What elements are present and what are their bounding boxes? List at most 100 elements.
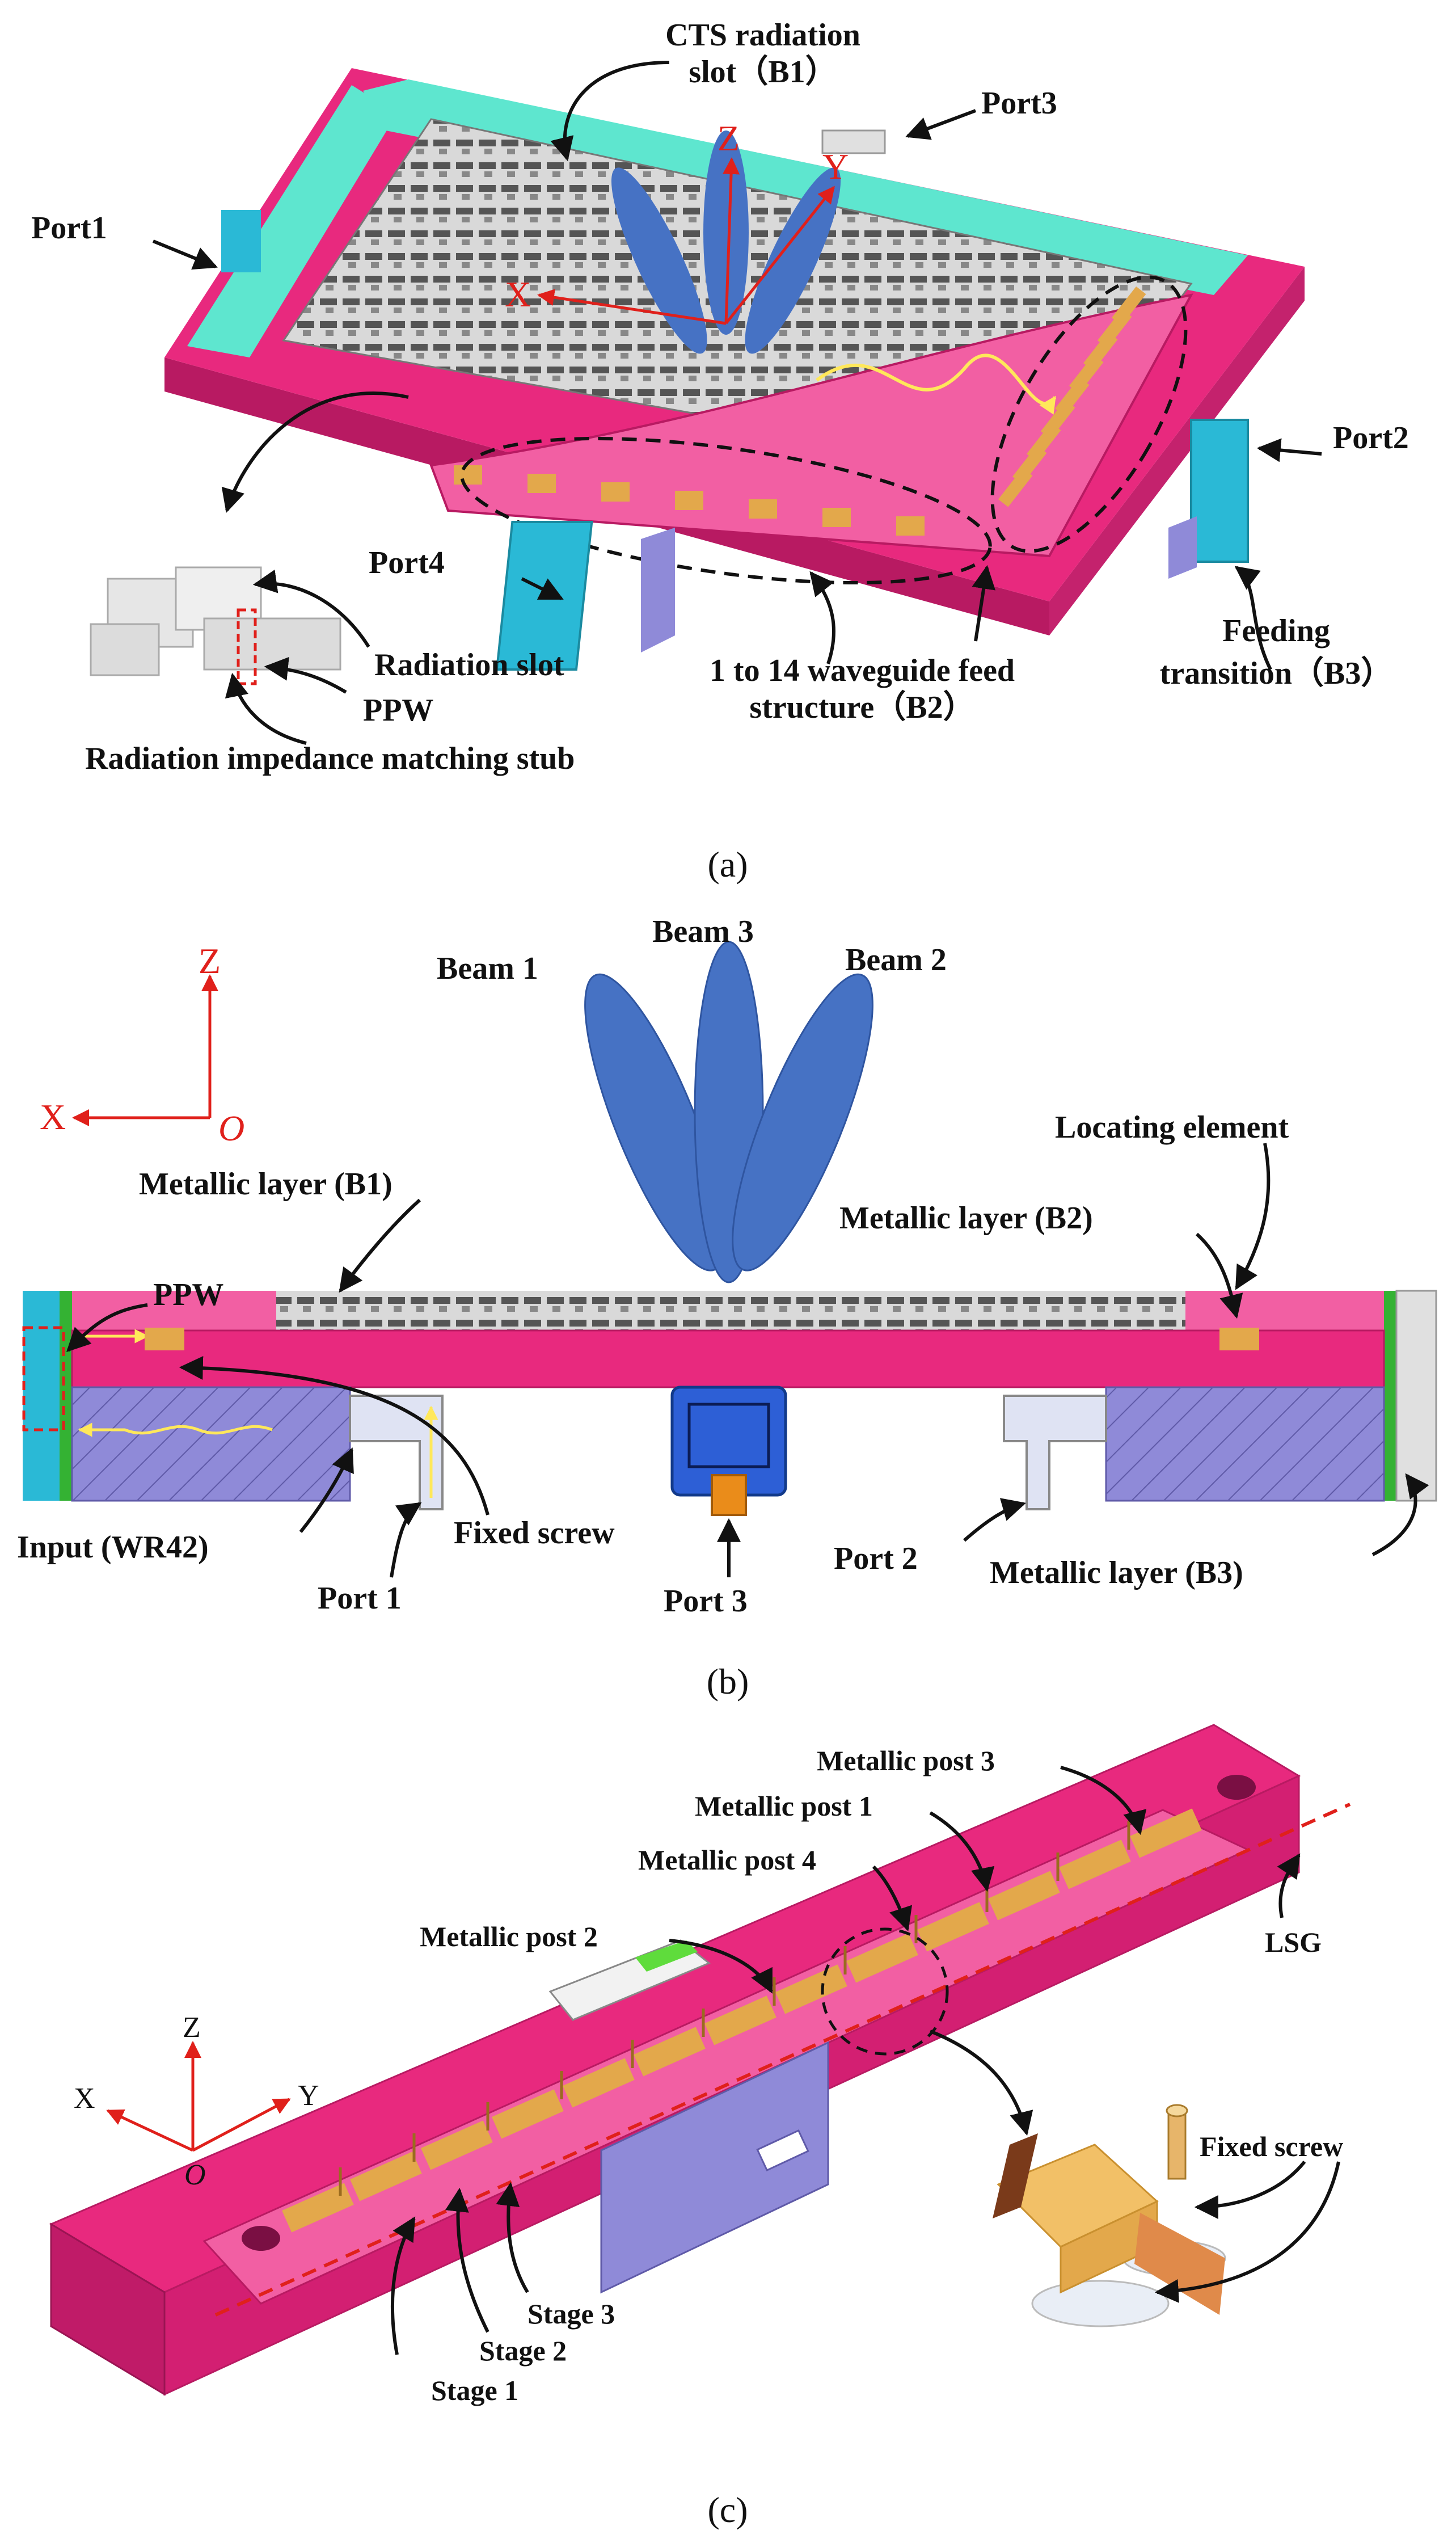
label-a-port1: Port1 <box>31 210 107 246</box>
lead-c-lsg <box>1277 1853 1301 1918</box>
port2-block <box>1190 419 1249 563</box>
label-a-feeding-2: transition（B3） <box>1160 655 1393 691</box>
right-gray <box>1395 1290 1437 1502</box>
ppw-dashed-box <box>22 1326 65 1432</box>
lead-c-post3 <box>1060 1766 1147 1835</box>
port1-bracket <box>349 1395 444 1510</box>
label-a-ppw: PPW <box>363 693 433 728</box>
caption-a: (a) <box>707 844 748 885</box>
label-a-port3: Port3 <box>981 86 1057 121</box>
yellow-wave <box>816 353 1057 415</box>
port4-violet <box>641 528 675 652</box>
label-a-stub: Radiation impedance matching stub <box>85 741 575 776</box>
port2-violet <box>1168 516 1197 579</box>
label-c-post1: Metallic post 1 <box>695 1790 873 1822</box>
panel-b: Z X O <box>17 914 1437 1702</box>
label-a-port4: Port4 <box>369 545 445 580</box>
port3-inner <box>687 1403 770 1468</box>
label-b-screw: Fixed screw <box>454 1515 615 1551</box>
lead-c-stage3 <box>496 2182 529 2293</box>
label-b-port1: Port 1 <box>318 1581 402 1616</box>
beams-b <box>584 941 873 1283</box>
lead-a-port3 <box>905 109 977 140</box>
label-c-post2: Metallic post 2 <box>420 1921 598 1952</box>
right-feed-rib <box>1219 1328 1259 1350</box>
label-b-beam3: Beam 3 <box>652 914 754 949</box>
port3-flange <box>711 1474 747 1516</box>
wr42-left <box>71 1386 351 1502</box>
axis-b-z: Z <box>199 941 221 981</box>
lead-b-locating <box>1235 1143 1271 1290</box>
label-b-metal-b2: Metallic layer (B2) <box>839 1201 1093 1236</box>
plate-a-right-side <box>1049 267 1305 635</box>
label-a-feeding-1: Feeding <box>1222 613 1330 649</box>
lead-a-feed2 <box>972 565 996 642</box>
lead-a-port2 <box>1256 438 1322 462</box>
b1-left-cap <box>72 1291 276 1331</box>
axis-c-y: Y <box>298 2079 319 2112</box>
label-c-stage1: Stage 1 <box>431 2374 518 2406</box>
axis-b-x: X <box>40 1097 66 1137</box>
yellow-wave-b1 <box>78 1422 273 1437</box>
lead-b-metal-b3 <box>1371 1473 1429 1556</box>
lead-a-radslot <box>252 569 370 648</box>
label-a-feed-1: 1 to 14 waveguide feed <box>710 653 1015 688</box>
left-cyan <box>23 1291 62 1501</box>
label-b-metal-b3: Metallic layer (B3) <box>990 1555 1243 1590</box>
exploded-transition <box>993 2104 1226 2327</box>
axis-b-o: O <box>218 1108 244 1148</box>
lsg-dashed-line <box>214 1803 1351 2317</box>
lead-a-ppw <box>264 656 347 694</box>
label-b-input: Input (WR42) <box>17 1530 209 1565</box>
axes-b: Z X O <box>40 941 244 1148</box>
feed-stubs-bottom <box>454 465 925 536</box>
axis-c-z: Z <box>183 2011 201 2044</box>
port2-bracket <box>1003 1395 1107 1510</box>
label-b-port3: Port 3 <box>664 1584 748 1619</box>
metallic-posts <box>339 1821 1130 2196</box>
transition-stubs-right <box>998 286 1146 507</box>
axis-a-z: Z <box>718 118 740 158</box>
caption-c: (c) <box>707 2490 748 2530</box>
axis-a-x: X <box>505 274 531 314</box>
axes-c: Z Y X O <box>74 2011 319 2191</box>
label-c-screw: Fixed screw <box>1200 2131 1343 2162</box>
lead-a-port1 <box>152 239 218 270</box>
label-b-beam2: Beam 2 <box>845 942 947 978</box>
lead-c-stage1 <box>391 2216 416 2355</box>
port3-block <box>821 129 886 154</box>
teal-frame-left <box>187 85 397 357</box>
beam2-b <box>732 973 873 1272</box>
lead-c-screw1 <box>1194 2161 1306 2219</box>
lead-a-cts <box>550 61 670 162</box>
lead-b-metal-b1 <box>339 1198 421 1293</box>
caption-b: (b) <box>707 1661 749 1702</box>
violet-block <box>600 2041 829 2294</box>
b1-right-cap <box>1185 1291 1384 1331</box>
lead-c-post2 <box>669 1939 773 1994</box>
label-c-post4: Metallic post 4 <box>638 1844 816 1876</box>
label-a-cts-1: CTS radiation <box>665 18 860 53</box>
lead-b-ppw <box>66 1303 148 1352</box>
label-c-post3: Metallic post 3 <box>817 1745 995 1776</box>
label-b-port2: Port 2 <box>834 1541 918 1576</box>
lead-a-inset <box>221 391 409 513</box>
axis-c-o: O <box>184 2159 206 2191</box>
lead-b-input <box>299 1447 354 1533</box>
lead-a-port4 <box>521 577 564 600</box>
label-b-beam1: Beam 1 <box>437 951 538 986</box>
lead-b-port1 <box>390 1502 422 1578</box>
transition-dashed-ellipse <box>990 275 1188 553</box>
slot-inset <box>90 566 341 685</box>
lead-b-screw <box>179 1356 489 1515</box>
label-b-locating: Locating element <box>1055 1110 1289 1145</box>
lead-a-stub <box>225 672 307 745</box>
panel-c: Z Y X O Metallic post 3 Metallic post 1 … <box>49 1724 1351 2530</box>
lead-a-feed <box>809 571 835 664</box>
hole-right <box>1217 1775 1256 1800</box>
label-c-stage2: Stage 2 <box>479 2335 567 2367</box>
detail-arrow <box>929 2030 1033 2136</box>
axis-a-y: Y <box>822 146 849 187</box>
